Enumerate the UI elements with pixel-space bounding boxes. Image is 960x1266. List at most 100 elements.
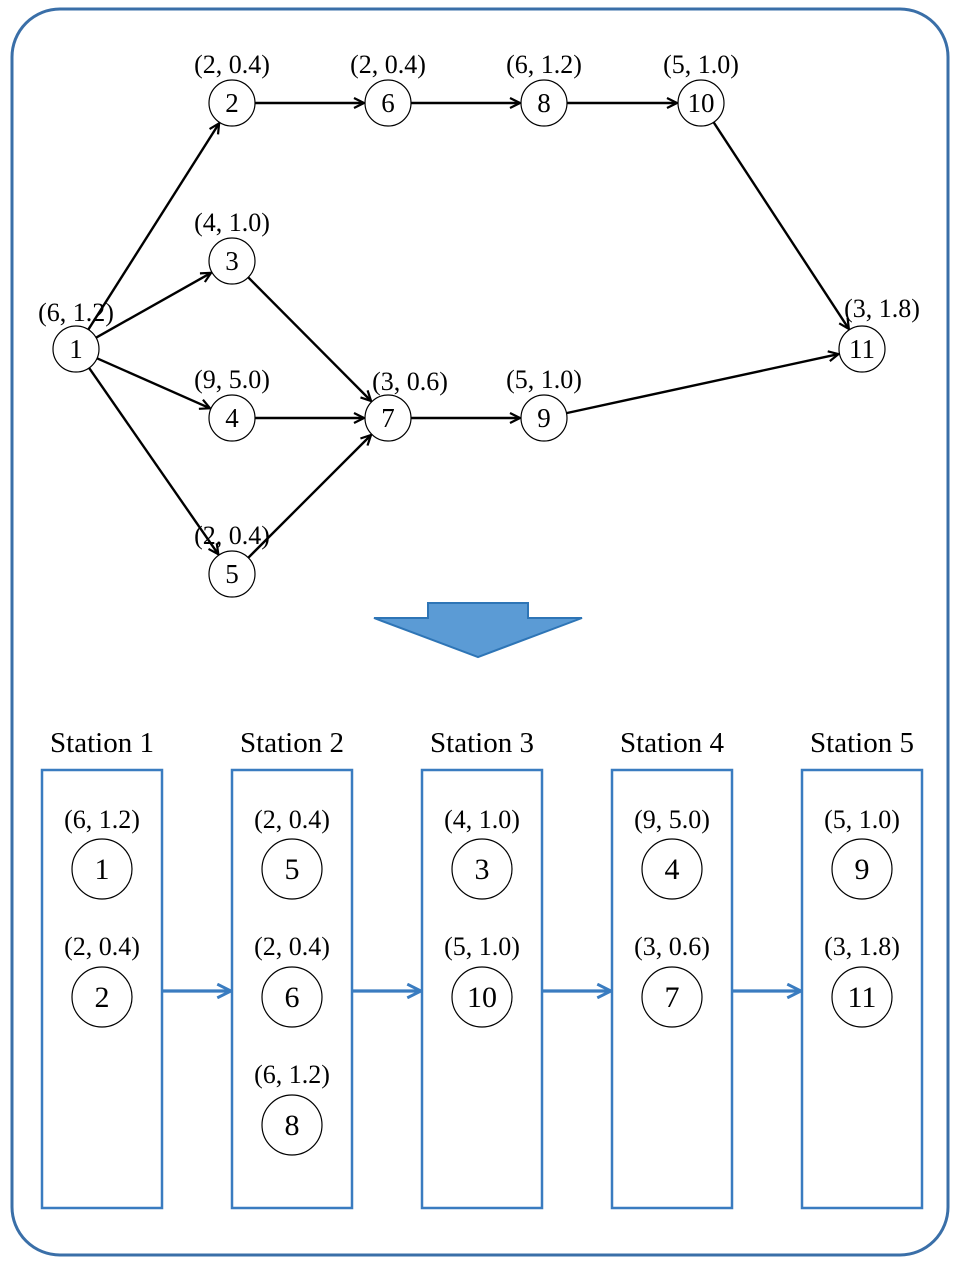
task-circle <box>451 966 513 1028</box>
task-number: 1 <box>95 853 110 886</box>
station-task-10: (5, 1.0)10 <box>444 932 520 1028</box>
task-circle <box>364 79 412 127</box>
task-attributes-label: (5, 1.0) <box>824 805 900 834</box>
station-task-4: (9, 5.0)4 <box>634 805 710 900</box>
station-task-7: (3, 0.6) 7 <box>634 932 710 1028</box>
task-circle <box>520 394 568 442</box>
station-title: Station 4 <box>620 727 724 759</box>
task-attributes-label: (4, 1.0) <box>444 805 520 834</box>
station-task-11: (3, 1.8) 11 <box>824 932 900 1028</box>
task-number: 6 <box>381 88 395 118</box>
station-title: Station 2 <box>240 727 344 759</box>
task-node-5: 5 (2, 0.4) <box>194 521 270 598</box>
station-2: Station 2 (2, 0.4) 5 (2, 0.4) 6 (6, 1.2) 8 <box>230 727 354 1210</box>
task-circle <box>208 237 256 285</box>
task-circle <box>831 966 893 1028</box>
station-task-2: (2, 0.4)2 <box>64 932 140 1028</box>
task-node-2: 2 (2, 0.4) <box>194 50 270 127</box>
task-attributes-label: (4, 1.0) <box>194 208 270 237</box>
task-node-10: 10 (5, 1.0) <box>663 50 739 127</box>
task-number: 2 <box>225 88 239 118</box>
precedence-edges <box>87 103 849 559</box>
task-number: 8 <box>285 1109 300 1142</box>
task-circle <box>71 966 133 1028</box>
edge-9-11 <box>566 354 838 415</box>
task-number: 7 <box>665 981 680 1014</box>
task-number: 1 <box>69 334 83 364</box>
edge-10-11 <box>712 121 849 329</box>
task-node-7: 7 (3, 0.6) <box>364 367 448 442</box>
edge-1-2 <box>87 123 219 331</box>
task-attributes-label: (3, 1.8) <box>844 294 920 323</box>
task-number: 8 <box>537 88 551 118</box>
task-node-9: 9 (5, 1.0) <box>506 365 582 442</box>
task-circle <box>451 838 513 900</box>
task-circle <box>208 550 256 598</box>
station-task-3: (4, 1.0) 3 <box>444 805 520 900</box>
station-task-6: (2, 0.4) 6 <box>254 932 330 1028</box>
task-attributes-label: (9, 5.0) <box>634 805 710 834</box>
task-node-8: 8 (6, 1.2) <box>506 50 582 127</box>
task-number: 5 <box>285 853 300 886</box>
station-title: Station 3 <box>430 727 534 759</box>
task-attributes-label: (2, 0.4) <box>194 50 270 79</box>
task-attributes-label: (5, 1.0) <box>444 932 520 961</box>
task-node-6: 6 (2, 0.4) <box>350 50 426 127</box>
task-number: 3 <box>475 853 490 886</box>
task-circle <box>520 79 568 127</box>
station-task-5: (2, 0.4) 5 <box>254 805 330 900</box>
task-attributes-label: (5, 1.0) <box>506 365 582 394</box>
task-number: 2 <box>95 981 110 1014</box>
task-circle <box>261 966 323 1028</box>
task-node-3: 3 (4, 1.0) <box>194 208 270 285</box>
task-number: 5 <box>225 559 239 589</box>
station-title: Station 1 <box>50 727 154 759</box>
task-attributes-label: (3, 0.6) <box>634 932 710 961</box>
task-number: 7 <box>381 403 395 433</box>
task-attributes-label: (3, 0.6) <box>372 367 448 396</box>
task-number: 6 <box>285 981 300 1014</box>
task-attributes-label: (6, 1.2) <box>254 1060 330 1089</box>
station-4: Station 4 (9, 5.0)4 (3, 0.6) 7 <box>610 727 734 1210</box>
task-circle <box>831 838 893 900</box>
task-circle <box>641 838 703 900</box>
station-3: Station 3 (4, 1.0) 3 (5, 1.0)10 <box>420 727 544 1210</box>
station-1: Station 1 (6, 1.2) 1 (2, 0.4)2 <box>40 727 164 1210</box>
task-attributes-label: (2, 0.4) <box>350 50 426 79</box>
edge-1-3 <box>95 273 211 339</box>
precedence-graph: 1 (6, 1.2) 2 (2, 0.4) 3 (4, 1.0) 4 (9, 5.0) 5 (2,… <box>38 50 920 598</box>
task-number: 9 <box>855 853 870 886</box>
task-attributes-label: (6, 1.2) <box>38 298 114 327</box>
task-number: 3 <box>225 246 239 276</box>
transformation-arrow <box>373 602 583 659</box>
task-attributes-label: (6, 1.2) <box>64 805 140 834</box>
task-number: 4 <box>225 403 239 433</box>
task-circle <box>261 838 323 900</box>
edge-1-4 <box>96 357 210 408</box>
task-circle <box>71 838 133 900</box>
task-attributes-label: (3, 1.8) <box>824 932 900 961</box>
task-number: 10 <box>688 88 715 118</box>
task-node-1: 1 (6, 1.2) <box>38 298 114 373</box>
task-attributes-label: (2, 0.4) <box>254 932 330 961</box>
edge-3-7 <box>247 276 371 401</box>
task-number: 9 <box>537 403 551 433</box>
station-task-9: (5, 1.0) 9 <box>824 805 900 900</box>
task-circle <box>261 1094 323 1156</box>
task-attributes-label: (5, 1.0) <box>663 50 739 79</box>
task-node-4: 4 (9, 5.0) <box>194 365 270 442</box>
task-circle <box>208 79 256 127</box>
task-attributes-label: (2, 0.4) <box>194 521 270 550</box>
task-number: 11 <box>849 334 875 364</box>
task-circle <box>52 325 100 373</box>
task-attributes-label: (2, 0.4) <box>254 805 330 834</box>
station-task-1: (6, 1.2) 1 <box>64 805 140 900</box>
task-circle <box>364 394 412 442</box>
task-circle <box>838 325 886 373</box>
task-number: 11 <box>848 981 877 1014</box>
task-attributes-label: (6, 1.2) <box>506 50 582 79</box>
station-title: Station 5 <box>810 727 914 759</box>
task-attributes-label: (9, 5.0) <box>194 365 270 394</box>
